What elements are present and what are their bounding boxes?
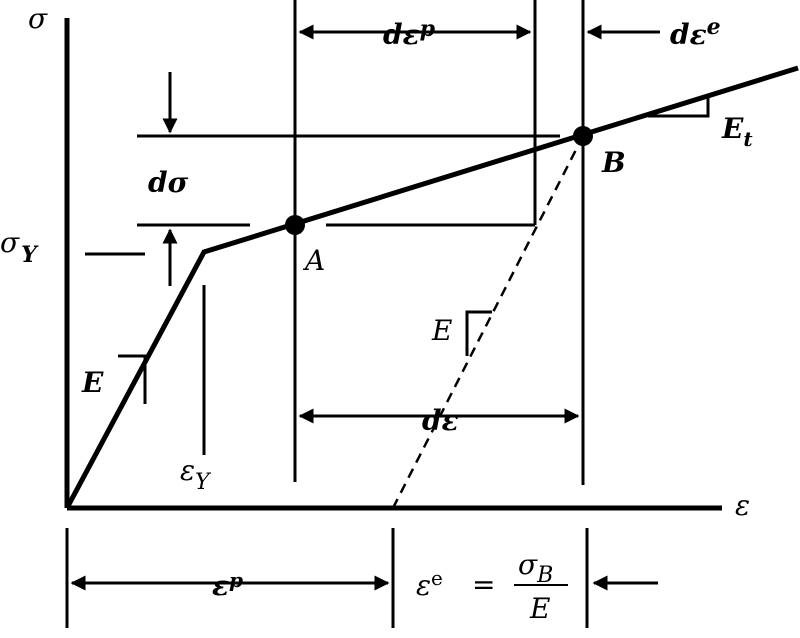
label-d-eps: dε (422, 404, 459, 437)
label-eps-y: εY (180, 454, 212, 495)
label-frac-denominator: E (529, 592, 550, 625)
label-point-b: B (601, 146, 626, 179)
unloading-line (391, 135, 585, 509)
point-b-marker (573, 126, 593, 146)
slope-triangle-e-left (118, 354, 147, 404)
stress-strain-curve (64, 65, 799, 510)
label-frac-numerator: σB (518, 548, 553, 588)
label-point-a: A (302, 244, 325, 277)
label-modulus-e-right: E (431, 314, 452, 347)
slope-triangle-e-t (648, 98, 710, 118)
label-eps-p: εp (212, 568, 243, 602)
label-e-t: Et (721, 112, 753, 151)
slope-triangle-e-right (465, 310, 492, 356)
label-sigma-y: σY (0, 226, 39, 268)
label-d-sigma: dσ (148, 166, 189, 199)
label-d-eps-p: dεp (383, 16, 436, 51)
label-eps-e: εe (416, 566, 443, 602)
x-axis-label: ε (735, 489, 750, 522)
point-a-marker (285, 215, 305, 235)
label-modulus-e-left: E (81, 366, 104, 399)
label-d-eps-e: dεe (670, 14, 721, 51)
label-equals: = (472, 568, 495, 601)
y-axis-label: σ (28, 2, 48, 35)
